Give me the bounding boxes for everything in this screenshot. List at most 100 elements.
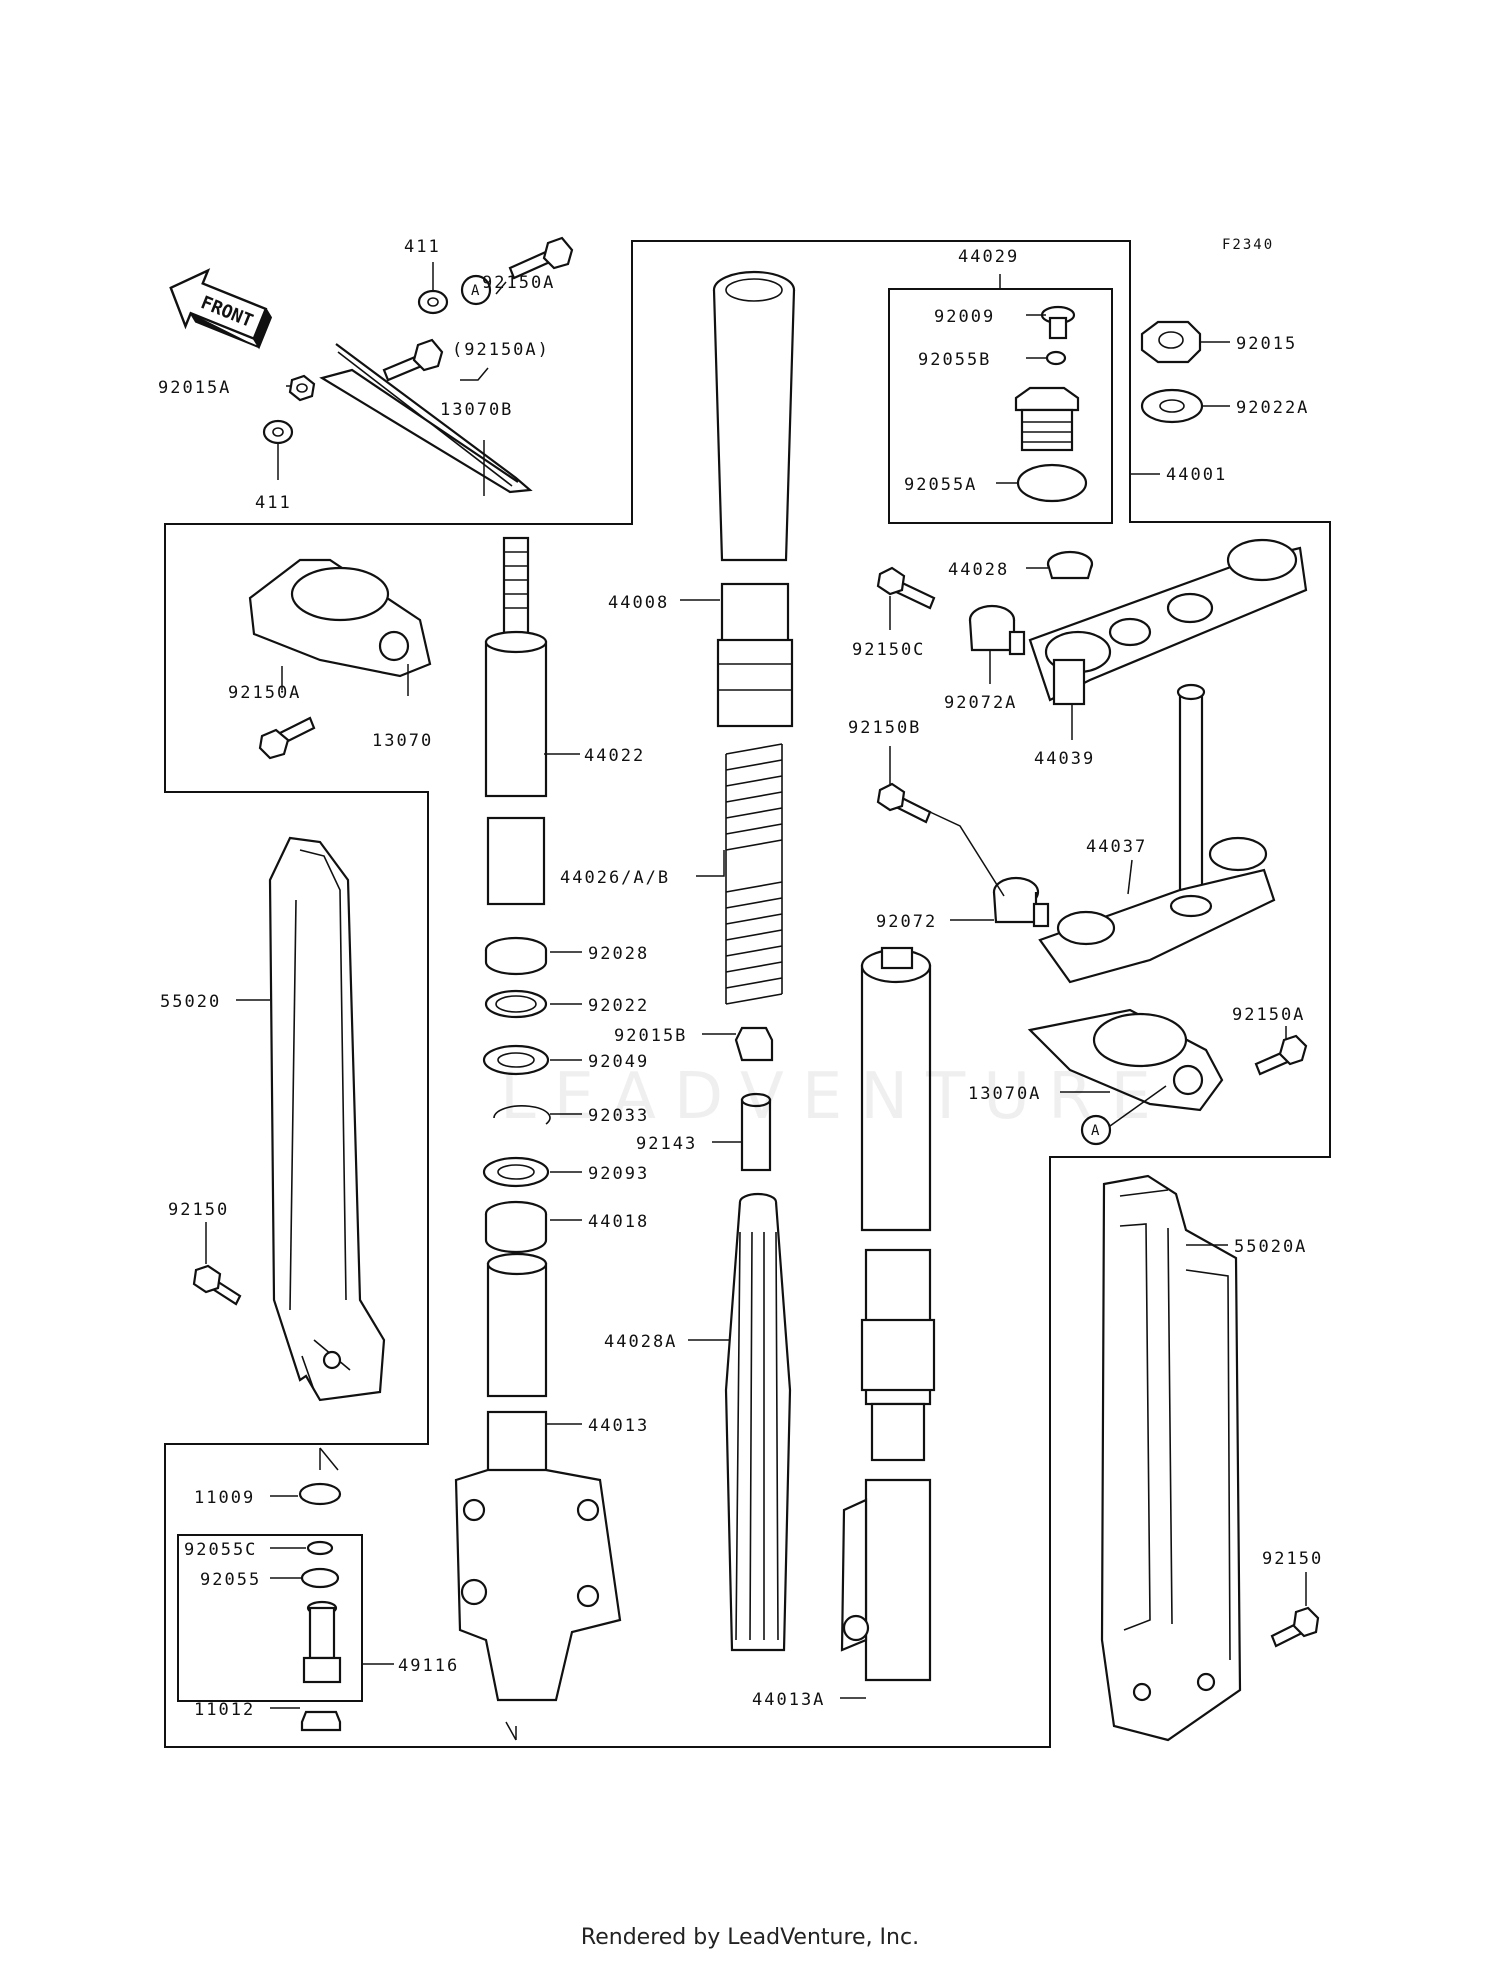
callout-44001: 44001 xyxy=(1166,465,1227,485)
callout-92093: 92093 xyxy=(588,1164,649,1184)
outer-tube-44013 xyxy=(454,1252,622,1741)
spacer-92143 xyxy=(740,1092,772,1172)
callout-13070: 13070 xyxy=(372,731,433,751)
callout-92150A-paren: (92150A) xyxy=(452,340,550,360)
callout-13070B: 13070B xyxy=(440,400,513,420)
nut-92015 xyxy=(1140,320,1202,364)
callout-44026: 44026/A/B xyxy=(560,868,670,888)
callout-92150A-right: 92150A xyxy=(1232,1005,1305,1025)
callout-411-bottom: 411 xyxy=(255,493,292,513)
front-arrow-icon: FRONT xyxy=(169,268,273,350)
nut-11012 xyxy=(300,1710,342,1732)
clamp-92072 xyxy=(992,876,1050,928)
bolt-92150A-mid xyxy=(382,338,444,382)
plug-11009 xyxy=(298,1482,342,1506)
callout-92028: 92028 xyxy=(588,944,649,964)
callout-92150-right: 92150 xyxy=(1262,1549,1323,1569)
dust-seal-92093 xyxy=(482,1156,550,1188)
bolt-92150A-left xyxy=(258,716,316,760)
ref-marker-a-top xyxy=(460,274,492,306)
callout-411-top: 411 xyxy=(404,237,441,257)
callout-labels: 411 92150A (92150A) 92015A 13070B 411 44… xyxy=(158,237,1323,1720)
callout-92009: 92009 xyxy=(934,307,995,327)
bushing-44018 xyxy=(484,1200,548,1254)
figure-code: F2340 xyxy=(1222,237,1274,253)
washer-92022 xyxy=(484,989,548,1019)
fork-assembly-outline xyxy=(164,240,1331,1748)
lower-bracket-44037 xyxy=(1038,683,1276,984)
oring-92055B xyxy=(1045,350,1067,366)
callout-55020A: 55020A xyxy=(1234,1237,1307,1257)
callout-92055B: 92055B xyxy=(918,350,991,370)
callout-11009: 11009 xyxy=(194,1488,255,1508)
nut-92015A xyxy=(288,374,316,402)
clamp-92072A xyxy=(968,604,1026,656)
callout-11012: 11012 xyxy=(194,1700,255,1720)
damper-rod-44022 xyxy=(484,536,548,906)
callout-92150B: 92150B xyxy=(848,718,921,738)
callout-92015: 92015 xyxy=(1236,334,1297,354)
bolt-92150A-right xyxy=(1254,1034,1308,1076)
callout-92015B: 92015B xyxy=(614,1026,687,1046)
washer-92022A xyxy=(1140,388,1204,424)
upper-clamp-44039 xyxy=(1028,538,1308,706)
callout-44039: 44039 xyxy=(1034,749,1095,769)
oil-seal-92049 xyxy=(482,1044,550,1076)
watermark: LEADVENTURE xyxy=(500,1060,1169,1134)
callout-92150A-top: 92150A xyxy=(482,273,555,293)
callout-55020: 55020 xyxy=(160,992,221,1012)
footer-credit: Rendered by LeadVenture, Inc. xyxy=(581,1925,919,1950)
callout-44037: 44037 xyxy=(1086,837,1147,857)
ref-marker-a-top-text: A xyxy=(471,283,481,299)
bolt-92150-left xyxy=(192,1264,242,1306)
inner-tube-44008 xyxy=(712,270,796,728)
callout-44022: 44022 xyxy=(584,746,645,766)
cable-guide-13070B xyxy=(319,343,533,494)
circlip-92033 xyxy=(493,1105,551,1125)
bolt-92150B xyxy=(876,782,1005,897)
callout-92049: 92049 xyxy=(588,1052,649,1072)
fork-cap-bolt xyxy=(1014,386,1080,452)
clamp-13070 xyxy=(248,558,432,678)
bolt-92150A-top xyxy=(508,236,574,280)
cylinder-44028A xyxy=(724,1192,792,1652)
callout-92033: 92033 xyxy=(588,1106,649,1126)
bushing-92028 xyxy=(484,936,548,976)
callout-44013A: 44013A xyxy=(752,1690,825,1710)
oring-92055 xyxy=(300,1567,340,1589)
callout-92072A: 92072A xyxy=(944,693,1017,713)
leader-lines xyxy=(205,262,1307,1709)
outer-tube-44013A xyxy=(840,946,936,1682)
callout-44029: 44029 xyxy=(958,247,1019,267)
callout-92022: 92022 xyxy=(588,996,649,1016)
callout-49116: 49116 xyxy=(398,1656,459,1676)
callout-92015A: 92015A xyxy=(158,378,231,398)
screw-92009 xyxy=(1040,305,1076,340)
callout-44008: 44008 xyxy=(608,593,669,613)
bolt-92150-right xyxy=(1270,1606,1320,1648)
washer-411-upper xyxy=(417,289,449,315)
callout-92150A-left: 92150A xyxy=(228,683,301,703)
fork-guard-55020 xyxy=(268,836,386,1402)
washer-411-lower xyxy=(262,419,294,445)
callout-92143: 92143 xyxy=(636,1134,697,1154)
oring-92055C xyxy=(306,1540,334,1556)
valve-49116 xyxy=(302,1600,342,1684)
callout-44028A: 44028A xyxy=(604,1332,677,1352)
callout-92055A: 92055A xyxy=(904,475,977,495)
callout-92072: 92072 xyxy=(876,912,937,932)
oring-92055A xyxy=(1016,463,1088,503)
clamp-13070A xyxy=(1027,1008,1224,1112)
callout-44028: 44028 xyxy=(948,560,1009,580)
callout-92022A: 92022A xyxy=(1236,398,1309,418)
callout-92150-left: 92150 xyxy=(168,1200,229,1220)
callout-44013: 44013 xyxy=(588,1416,649,1436)
callout-92150C: 92150C xyxy=(852,640,925,660)
ref-marker-a-bottom xyxy=(1080,1114,1112,1146)
callout-92055: 92055 xyxy=(200,1570,261,1590)
fork-spring-44026 xyxy=(725,743,783,1005)
valve-group-box xyxy=(177,1534,363,1702)
callout-44018: 44018 xyxy=(588,1212,649,1232)
fork-guard-55020A xyxy=(1100,1174,1242,1742)
